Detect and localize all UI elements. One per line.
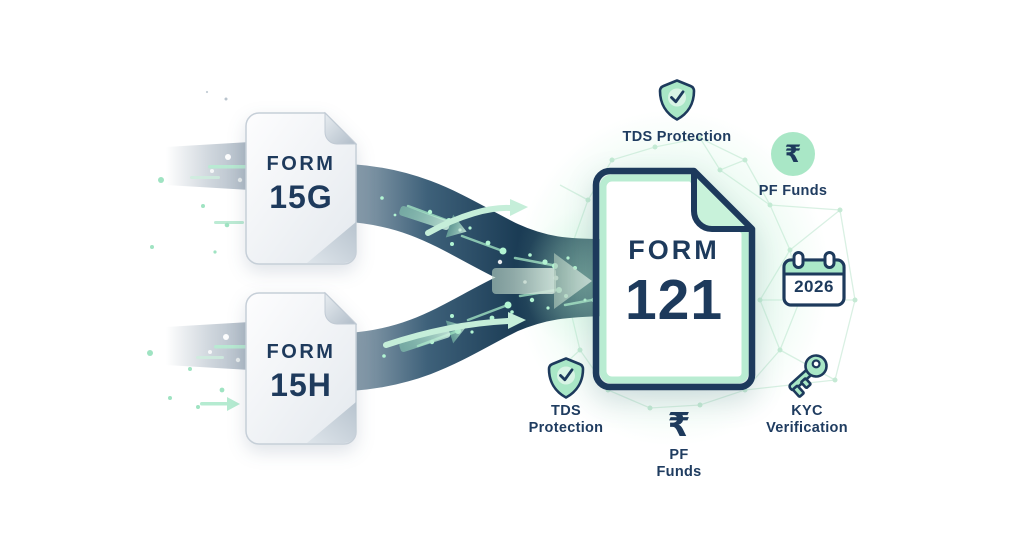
ribbon-arrow-top [399,206,467,238]
form-15h-code: 15H [270,367,332,403]
shield-check-icon [658,79,696,121]
feature-tds-protection-bottom: TDS Protection [502,356,630,437]
calendar-year: 2026 [794,277,834,296]
calendar-icon [782,251,846,307]
form-15g-document: FORM 15G [243,110,359,266]
form-121-document: FORM 121 [588,163,760,395]
form-15g-code: 15G [269,179,333,215]
form-15g-paper-icon [245,111,358,265]
ambient-dots [147,90,244,409]
small-flow-arrow [200,397,240,411]
kyc-verification-label: KYC Verification [766,403,848,436]
pf-funds-right-label: PF Funds [758,183,828,199]
form-15h-document: FORM 15H [243,290,359,446]
form-15h-word: FORM [266,341,336,363]
form-15h-title: FORM 15H [243,342,359,401]
form-15h-paper-icon [245,291,358,445]
rupee-circle-icon: ₹ [771,132,815,176]
rupee-icon: ₹ [667,405,691,444]
shield-check-icon [547,357,585,399]
feature-calendar-2026: 2026 [781,250,847,310]
form-15g-word: FORM [266,153,336,175]
feature-kyc-verification: KYC Verification [741,350,873,437]
tds-protection-bottom-label: TDS Protection [528,403,604,436]
swoosh-arrows [383,199,528,348]
feature-tds-protection-top: TDS Protection [597,78,757,145]
feature-pf-funds-right: ₹ PF Funds [733,132,853,199]
form-15g-title: FORM 15G [243,154,359,213]
feature-pf-funds-bottom: ₹ PF Funds [615,408,743,481]
tds-protection-top-label: TDS Protection [622,129,732,145]
form-121-paper-icon [592,167,756,391]
rupee-glyph: ₹ [784,140,802,168]
key-icon [788,354,828,398]
input-stream-15g [166,142,250,190]
form-121-code: 121 [624,268,724,332]
input-stream-15h [166,322,250,370]
form-121-title: FORM 121 [588,237,760,329]
merged-flow-arrow [492,253,592,309]
pf-funds-bottom-label: PF Funds [656,447,702,480]
form-121-word: FORM [628,235,720,265]
